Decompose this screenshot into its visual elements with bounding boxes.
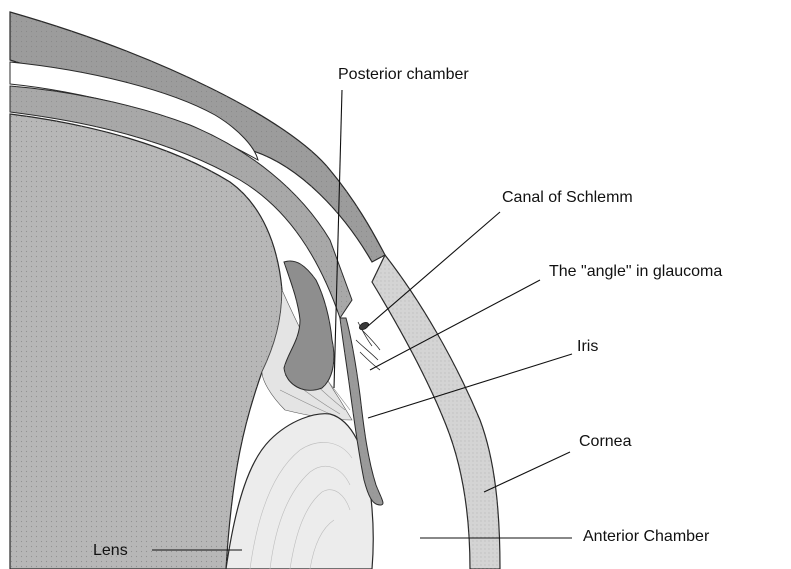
posterior-chamber-leader bbox=[334, 90, 342, 388]
lens bbox=[226, 414, 373, 569]
cornea-leader bbox=[484, 452, 570, 492]
label-iris: Iris bbox=[577, 338, 598, 356]
label-anterior-chamber: Anterior Chamber bbox=[583, 528, 709, 546]
label-cornea: Cornea bbox=[579, 433, 631, 451]
label-lens: Lens bbox=[93, 542, 128, 560]
label-canal-of-schlemm: Canal of Schlemm bbox=[502, 189, 633, 207]
label-angle-in-glaucoma: The "angle" in glaucoma bbox=[549, 263, 722, 281]
trabecular-meshwork bbox=[356, 322, 380, 370]
label-posterior-chamber: Posterior chamber bbox=[338, 66, 469, 84]
